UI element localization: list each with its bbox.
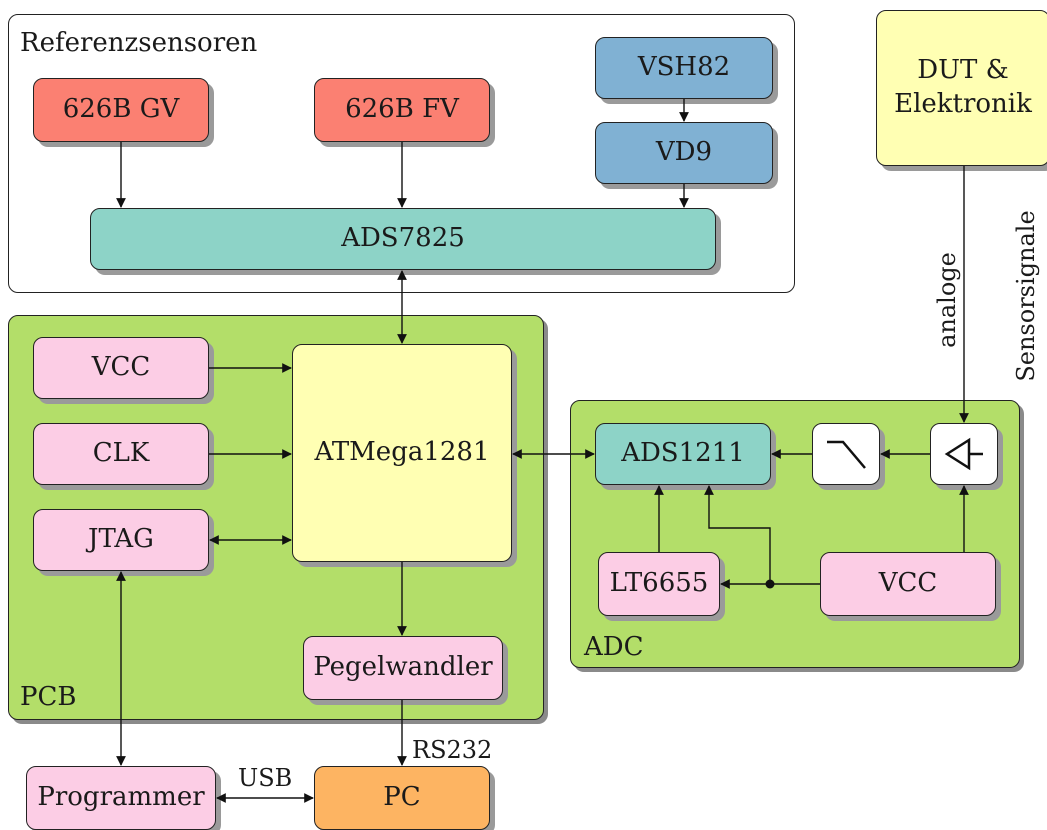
block-vcc-adc[interactable]: VCC [820,552,996,616]
block-pegelwandler[interactable]: Pegelwandler [303,636,503,700]
block-vd9[interactable]: VD9 [595,122,773,184]
block-626b-gv[interactable]: 626B GV [33,78,209,142]
label-rs232: RS232 [412,736,493,764]
block-ads1211[interactable]: ADS1211 [595,423,771,485]
block-programmer[interactable]: Programmer [26,766,216,830]
junction-dot [765,579,775,589]
group-label-adc: ADC [584,632,644,662]
block-amplifier[interactable] [930,423,998,485]
label-sensorsignale: Sensorsignale [1012,210,1040,382]
block-vcc-pcb[interactable]: VCC [33,337,209,399]
block-vsh82[interactable]: VSH82 [595,37,773,99]
block-dut-elektronik[interactable]: DUT & Elektronik [876,10,1047,166]
block-jtag[interactable]: JTAG [33,509,209,571]
group-label-pcb: PCB [20,682,77,712]
block-clk[interactable]: CLK [33,423,209,485]
edge-vcc-ads1211 [704,485,771,584]
amplifier-icon [944,437,983,471]
block-atmega1281[interactable]: ATMega1281 [292,344,512,562]
label-analoge: analoge [933,252,961,348]
block-lt6655[interactable]: LT6655 [598,552,720,616]
block-ads7825[interactable]: ADS7825 [90,208,716,270]
label-usb: USB [238,764,293,792]
lowpass-filter-icon [827,440,866,469]
group-label-referenzsensoren: Referenzsensoren [20,28,258,58]
block-pc[interactable]: PC [314,766,490,830]
block-lowpass-filter[interactable] [812,423,880,485]
block-626b-fv[interactable]: 626B FV [314,78,490,142]
